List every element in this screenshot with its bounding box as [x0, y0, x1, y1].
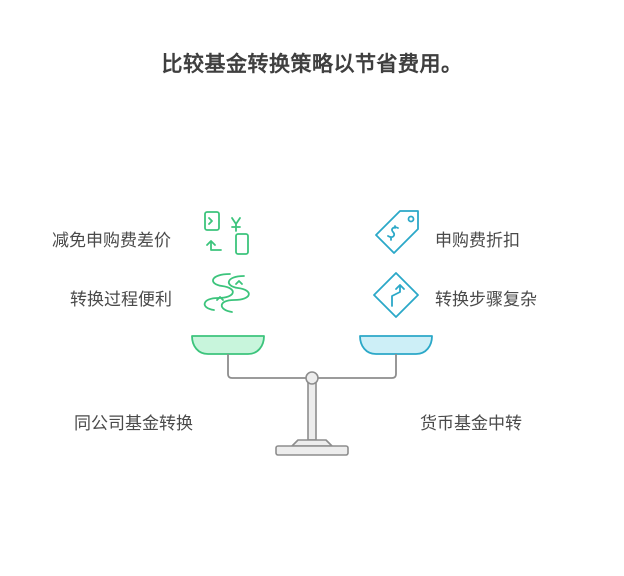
price-tag-icon	[375, 210, 419, 254]
right-scale-pan	[359, 335, 433, 355]
left-scale-pan	[191, 335, 265, 355]
right-item-label-2: 转换步骤复杂	[435, 290, 537, 310]
scale-base-upper	[291, 439, 333, 447]
route-sign-icon	[373, 272, 419, 318]
right-bottom-label: 货币基金中转	[420, 414, 522, 434]
page-title: 比较基金转换策略以节省费用。	[161, 52, 463, 76]
scale-base	[275, 445, 349, 456]
left-item-label-1: 减免申购费差价	[52, 231, 171, 251]
left-item-label-2: 转换过程便利	[70, 290, 172, 310]
left-bottom-label: 同公司基金转换	[74, 414, 193, 434]
scale-pillar	[307, 381, 317, 441]
fee-exchange-icon	[204, 211, 249, 255]
right-item-label-1: 申购费折扣	[435, 231, 520, 251]
winding-road-icon	[203, 273, 250, 313]
scale-pivot	[305, 371, 319, 385]
